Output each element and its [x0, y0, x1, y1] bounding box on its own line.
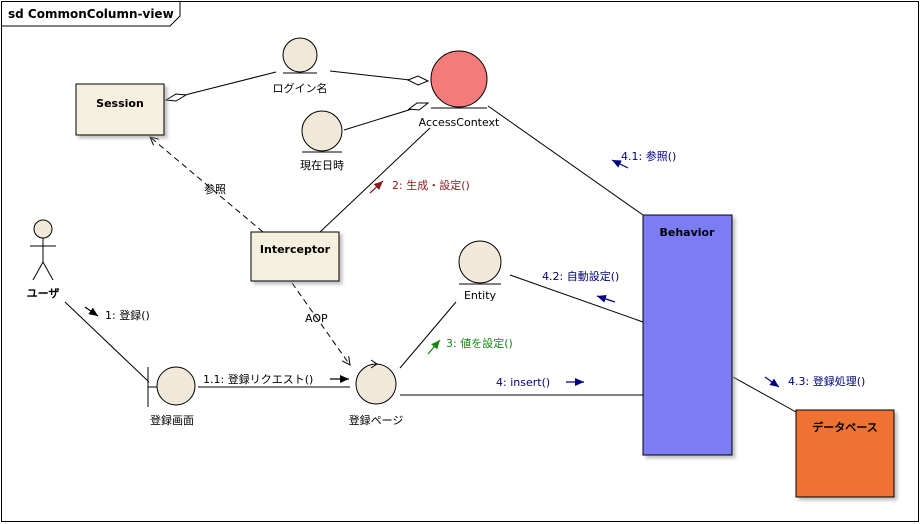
dependency-interceptor-session [150, 137, 264, 233]
user-actor-icon [33, 219, 53, 239]
interceptor-node[interactable]: Interceptor [250, 231, 340, 282]
message-label-4: 4: insert() [496, 376, 550, 389]
login-name-label: ログイン名 [273, 81, 328, 95]
message-arrow-4-3 [764, 376, 780, 388]
frame-title-tab [1, 1, 181, 27]
register-screen-boundary-icon [156, 366, 196, 406]
aop-label: AOP [305, 312, 328, 325]
register-page-label: 登録ページ [349, 413, 404, 427]
user-actor[interactable]: ユーザ [27, 219, 60, 300]
session-node[interactable]: Session [75, 83, 165, 136]
message-arrow-2 [369, 180, 384, 194]
user-label: ユーザ [27, 287, 60, 300]
message-arrow-1 [84, 306, 99, 317]
entity-node[interactable]: Entity [458, 240, 502, 302]
message-label-4-2: 4.2: 自動設定() [542, 269, 619, 283]
access-context-entity-icon [430, 50, 488, 108]
message-label-4-1: 4.1: 参照() [621, 149, 676, 163]
register-screen-node[interactable]: 登録画面 [147, 366, 196, 427]
behavior-node[interactable]: Behavior [642, 214, 733, 456]
message-arrow-4-2 [596, 295, 616, 303]
link-login-accesscontext [329, 70, 411, 81]
message-label-4-3: 4.3: 登録処理() [788, 374, 865, 388]
link-page-entity [399, 301, 457, 369]
database-node[interactable]: データベース [795, 409, 895, 498]
current-datetime-entity-icon [301, 110, 343, 152]
dependency-interceptor-registerpage [291, 282, 350, 365]
login-name-node[interactable]: ログイン名 [273, 37, 328, 95]
link-interceptor-accesscontext [319, 127, 431, 233]
register-page-node[interactable]: 登録ページ [349, 359, 404, 427]
link-datetime-accesscontext [343, 108, 413, 131]
link-accesscontext-behavior [487, 105, 644, 216]
register-page-control-icon [355, 363, 397, 405]
current-datetime-label: 現在日時 [300, 159, 344, 172]
link-user-registerscreen [64, 301, 150, 383]
entity-label: Entity [464, 289, 497, 302]
ref-label: 参照 [204, 182, 226, 196]
link-behavior-database [732, 376, 797, 413]
control-arrowhead [370, 359, 378, 369]
access-context-node[interactable]: AccessContext [419, 50, 500, 129]
link-entity-behavior [509, 274, 644, 323]
message-arrow-4-1 [611, 159, 629, 169]
interceptor-label: Interceptor [260, 243, 331, 256]
frame-title: sd CommonColumn-view [8, 7, 174, 21]
entity-icon [458, 240, 502, 284]
login-name-entity-icon [282, 37, 318, 73]
behavior-label: Behavior [659, 226, 715, 239]
access-context-label: AccessContext [419, 116, 500, 129]
message-arrow-3 [427, 339, 441, 355]
aggregation-diamond-ac-login [406, 75, 430, 86]
session-label: Session [96, 97, 144, 110]
aggregation-diamond-ac-datetime [407, 102, 430, 111]
aggregation-diamond-session [164, 93, 188, 102]
message-label-1-1: 1.1: 登録リクエスト() [203, 372, 313, 386]
database-label: データベース [812, 420, 877, 434]
message-label-3: 3: 値を設定() [446, 336, 513, 350]
message-label-1: 1: 登録() [105, 308, 150, 322]
link-session-login [184, 71, 277, 96]
message-label-2: 2: 生成・設定() [392, 178, 470, 192]
register-screen-label: 登録画面 [150, 413, 194, 427]
current-datetime-node[interactable]: 現在日時 [300, 110, 344, 172]
